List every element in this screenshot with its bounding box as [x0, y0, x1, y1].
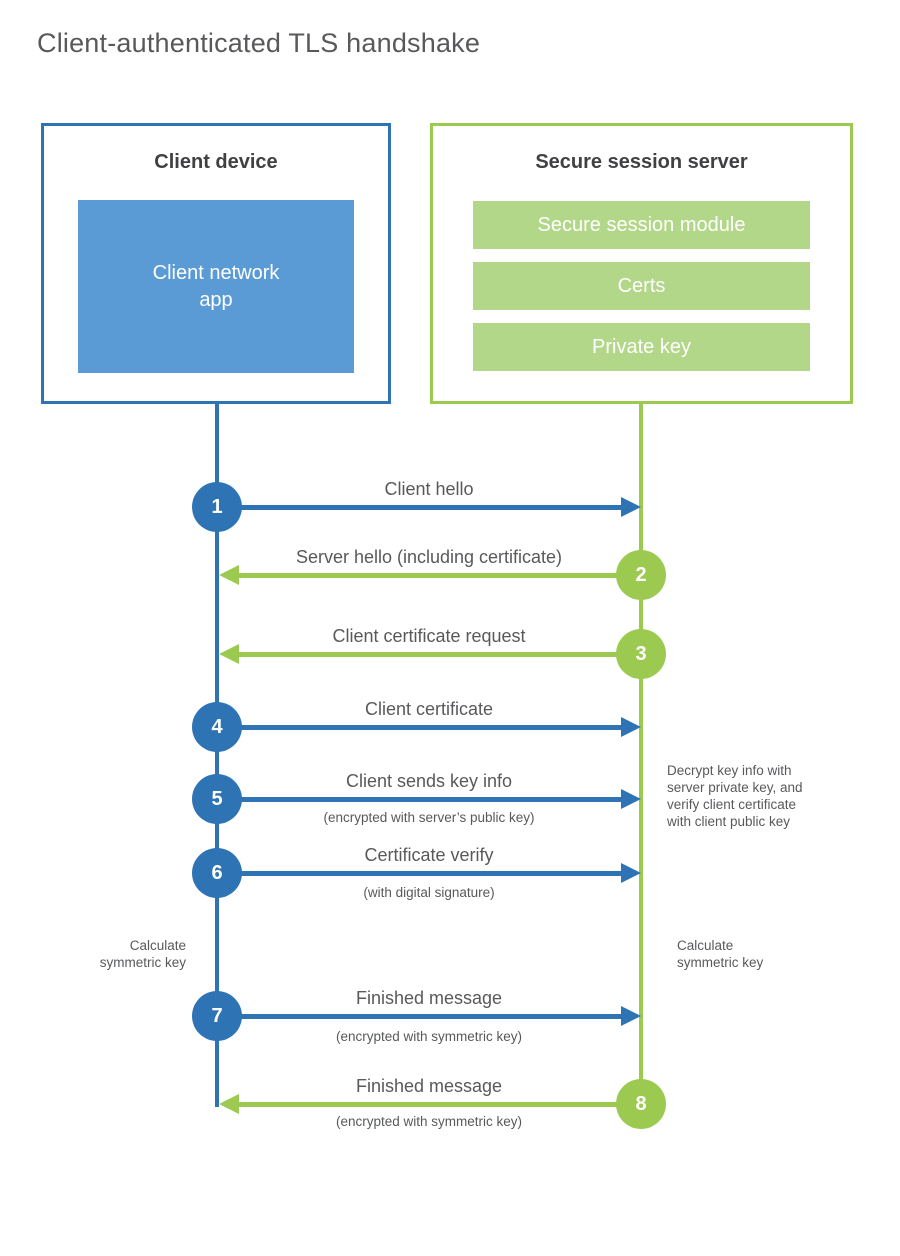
step-number: 2 [635, 563, 647, 586]
note-calculate-symmetric-key-left: Calculate symmetric key [56, 937, 186, 971]
server-lifeline [639, 401, 643, 1104]
step-number: 4 [211, 715, 223, 738]
client-network-app-label: Client network [152, 261, 280, 284]
server-module-bar: Secure session module [473, 201, 810, 249]
message-arrow-shaft [235, 1014, 621, 1019]
arrowhead-right-icon [621, 1006, 641, 1026]
arrowhead-right-icon [621, 497, 641, 517]
step-number: 3 [635, 642, 647, 665]
note-line: Decrypt key info with [667, 763, 792, 778]
sequence-step-circle: 6 [192, 848, 242, 898]
server-module-bar: Private key [473, 323, 810, 371]
message-sublabel: (encrypted with symmetric key) [335, 1029, 523, 1044]
message-label: Client hello [384, 479, 474, 499]
note-line: symmetric key [99, 955, 186, 970]
server-module-bar: Certs [473, 262, 810, 310]
client-lifeline [215, 401, 219, 1107]
arrowhead-left-icon [219, 644, 239, 664]
note-calculate-symmetric-key-right: Calculate symmetric key [677, 937, 807, 971]
message-label: Server hello (including certificate) [295, 547, 563, 567]
note-line: symmetric key [677, 955, 764, 970]
message-label: Certificate verify [364, 845, 494, 865]
arrowhead-right-icon [621, 789, 641, 809]
client-device-title: Client device [154, 151, 278, 173]
arrowhead-right-icon [621, 863, 641, 883]
message-label: Finished message [355, 988, 503, 1008]
note-line: verify client certificate [667, 797, 797, 812]
message-arrow-shaft [238, 573, 623, 578]
note-line: Calculate [129, 938, 186, 953]
step-number: 7 [211, 1004, 223, 1027]
sequence-step-circle: 5 [192, 774, 242, 824]
sequence-step-circle: 3 [616, 629, 666, 679]
client-network-app-label: app [199, 288, 233, 311]
message-sublabel: (with digital signature) [363, 885, 495, 900]
message-arrow-shaft [235, 505, 621, 510]
page-title: Client-authenticated TLS handshake [37, 28, 481, 58]
secure-session-server-title: Secure session server [535, 151, 748, 173]
message-arrow-shaft [238, 652, 623, 657]
arrowhead-right-icon [621, 717, 641, 737]
message-arrow-shaft [238, 1102, 623, 1107]
message-label: Client certificate [364, 699, 494, 719]
note-line: server private key, and [667, 780, 803, 795]
secure-session-server-box: Secure session server Secure session mod… [430, 123, 853, 404]
message-label: Client certificate request [332, 626, 526, 646]
message-arrow-shaft [235, 871, 621, 876]
sequence-step-circle: 2 [616, 550, 666, 600]
step-number: 6 [211, 861, 223, 884]
step-number: 8 [635, 1092, 647, 1115]
client-device-box: Client device Client network app [41, 123, 391, 404]
message-arrow-shaft [235, 797, 621, 802]
message-label: Finished message [355, 1076, 503, 1096]
note-line: with client public key [667, 814, 791, 829]
sequence-step-circle: 4 [192, 702, 242, 752]
note-line: Calculate [677, 938, 734, 953]
arrowhead-left-icon [219, 1094, 239, 1114]
message-sublabel: (encrypted with symmetric key) [335, 1114, 523, 1129]
message-sublabel: (encrypted with server’s public key) [323, 810, 535, 825]
message-arrow-shaft [235, 725, 621, 730]
client-network-app-box: Client network app [78, 200, 354, 373]
step-number: 1 [211, 495, 223, 518]
sequence-step-circle: 8 [616, 1079, 666, 1129]
step-number: 5 [211, 787, 223, 810]
note-decrypt-key-info: Decrypt key info with server private key… [667, 762, 847, 830]
sequence-step-circle: 7 [192, 991, 242, 1041]
message-label: Client sends key info [345, 771, 513, 791]
sequence-step-circle: 1 [192, 482, 242, 532]
arrowhead-left-icon [219, 565, 239, 585]
